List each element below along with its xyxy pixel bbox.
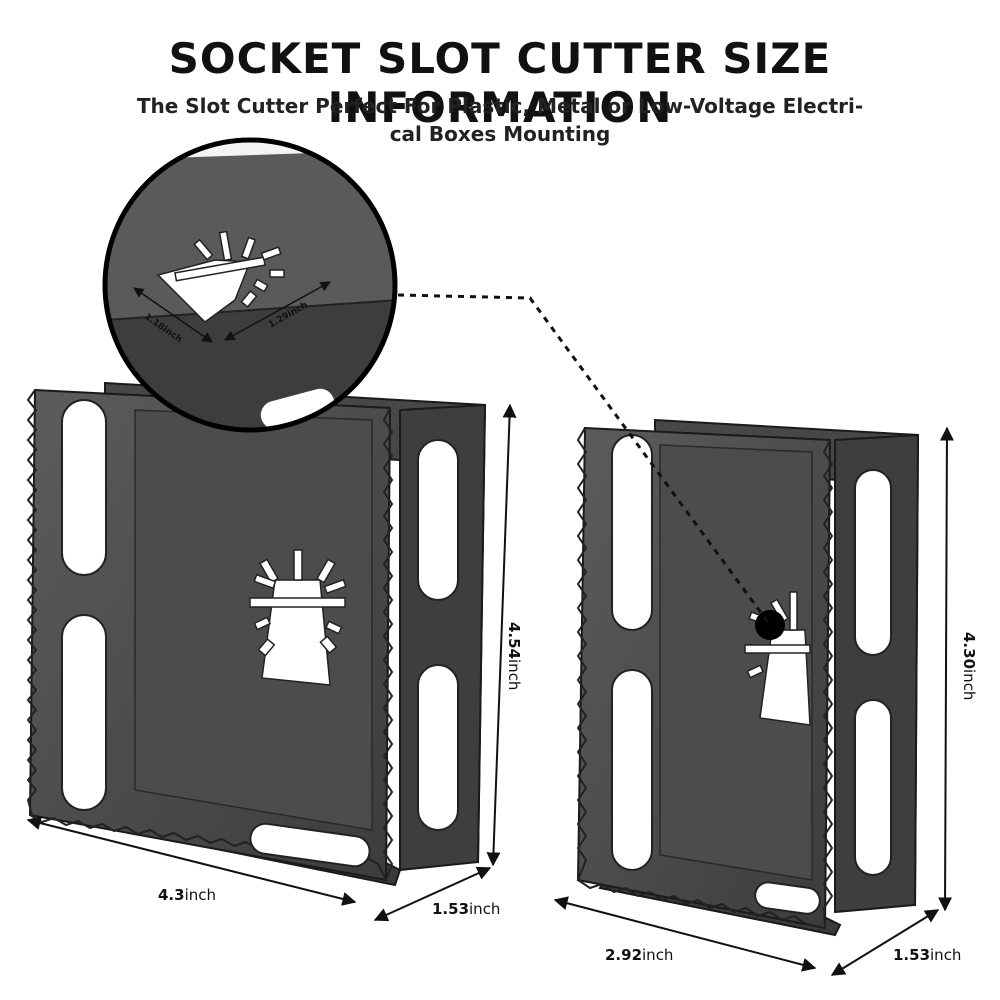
small-height-arrow bbox=[938, 426, 954, 912]
callout-leader-line bbox=[397, 293, 772, 626]
large-depth-label: 1.53inch bbox=[432, 900, 501, 918]
callout-anchor-dot bbox=[755, 610, 785, 640]
large-slot-cutter bbox=[26, 381, 487, 887]
subtitle-line-1: The Slot Cutter Perfect For Plastic, Met… bbox=[136, 94, 864, 118]
page-title: SOCKET SLOT CUTTER SIZE INFORMATION bbox=[168, 34, 832, 132]
small-slot-cutter bbox=[576, 418, 920, 937]
zoom-callout bbox=[102, 137, 398, 433]
large-socket-cutout bbox=[249, 549, 347, 686]
large-width-arrow bbox=[26, 816, 357, 906]
large-width-label: 4.3inch bbox=[158, 886, 217, 904]
small-width-label: 2.92inch bbox=[605, 946, 674, 964]
subtitle-line-2: cal Boxes Mounting bbox=[389, 122, 611, 146]
small-width-arrow bbox=[553, 896, 817, 972]
small-depth-label: 1.53inch bbox=[893, 946, 962, 964]
large-height-arrow bbox=[486, 403, 517, 867]
small-depth-arrow bbox=[830, 909, 940, 976]
large-height-label: 4.54inch bbox=[505, 622, 523, 691]
small-height-label: 4.30inch bbox=[960, 632, 978, 701]
large-depth-arrow bbox=[373, 866, 492, 922]
page-subtitle: The Slot Cutter Perfect For Plastic, Met… bbox=[90, 92, 910, 148]
